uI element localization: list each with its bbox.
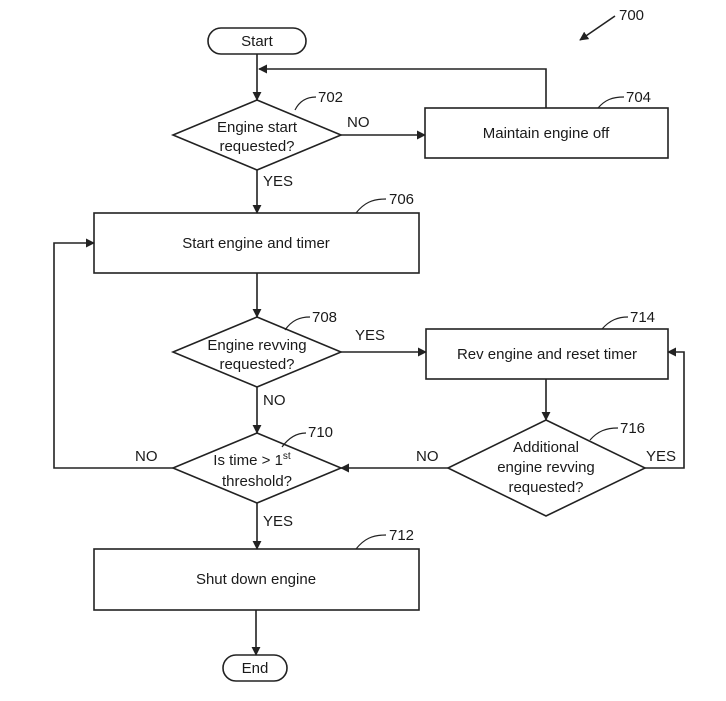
edge-label-716-yes: YES (646, 448, 676, 465)
ref-714: 714 (630, 309, 655, 326)
figure-number-group: 700 (579, 7, 644, 41)
process-714: Rev engine and reset timer 714 (425, 309, 669, 380)
arrow-710-no-to-706 (53, 238, 173, 469)
ref-702-leader (294, 96, 317, 111)
process-712: Shut down engine 712 (93, 527, 420, 611)
edge-label-708-yes: YES (355, 327, 385, 344)
decision-702: Engine start requested? 702 (170, 89, 344, 171)
process-712-label: Shut down engine (196, 571, 316, 588)
process-704-label: Maintain engine off (483, 125, 610, 142)
start-label: Start (241, 33, 274, 50)
ref-710-leader (281, 432, 307, 448)
ref-714-leader (601, 316, 629, 330)
arrow-704-loop-back (258, 64, 547, 108)
ref-716-leader (589, 427, 619, 441)
figure-number: 700 (619, 7, 644, 24)
edge-label-716-no: NO (416, 448, 439, 465)
ref-716: 716 (620, 420, 645, 437)
edge-labels: NO YES YES NO NO YES NO YES (135, 114, 676, 530)
decision-710: Is time > 1st threshold? 710 (170, 424, 344, 504)
ref-702: 702 (318, 89, 343, 106)
edge-label-708-no: NO (263, 392, 286, 409)
end-terminal: End (222, 654, 288, 682)
ref-704-leader (597, 96, 625, 109)
ref-706-leader (355, 198, 387, 214)
end-label: End (242, 660, 269, 677)
decision-708-line1: Engine revving (207, 337, 306, 354)
decision-716-line3: requested? (508, 479, 583, 496)
ref-706: 706 (389, 191, 414, 208)
decision-708: Engine revving requested? 708 (170, 309, 344, 388)
decision-716-line2: engine revving (497, 459, 595, 476)
decision-710-line1: Is time > 1st (213, 451, 291, 469)
connectors (53, 54, 685, 656)
decision-716: Additional engine revving requested? 716 (446, 419, 647, 517)
edge-label-702-no: NO (347, 114, 370, 131)
decision-710-line1-sup: st (283, 451, 291, 462)
ref-710: 710 (308, 424, 333, 441)
decision-710-line1-text: Is time > 1 (213, 452, 283, 469)
edge-label-702-yes: YES (263, 173, 293, 190)
arrow-716-yes-to-714 (645, 347, 685, 469)
decision-716-line1: Additional (513, 439, 579, 456)
decision-710-line2: threshold? (222, 473, 292, 490)
start-terminal: Start (207, 27, 307, 55)
ref-704: 704 (626, 89, 651, 106)
edge-label-710-no: NO (135, 448, 158, 465)
decision-702-line1: Engine start (217, 119, 298, 136)
decision-702-line2: requested? (219, 138, 294, 155)
figure-number-arrow (579, 15, 616, 41)
decision-708-line2: requested? (219, 356, 294, 373)
process-704: Maintain engine off 704 (424, 89, 669, 159)
process-706-label: Start engine and timer (182, 235, 330, 252)
ref-708: 708 (312, 309, 337, 326)
edge-label-710-yes: YES (263, 513, 293, 530)
ref-708-leader (284, 316, 311, 331)
ref-712-leader (355, 534, 387, 550)
process-714-label: Rev engine and reset timer (457, 346, 637, 363)
ref-712: 712 (389, 527, 414, 544)
